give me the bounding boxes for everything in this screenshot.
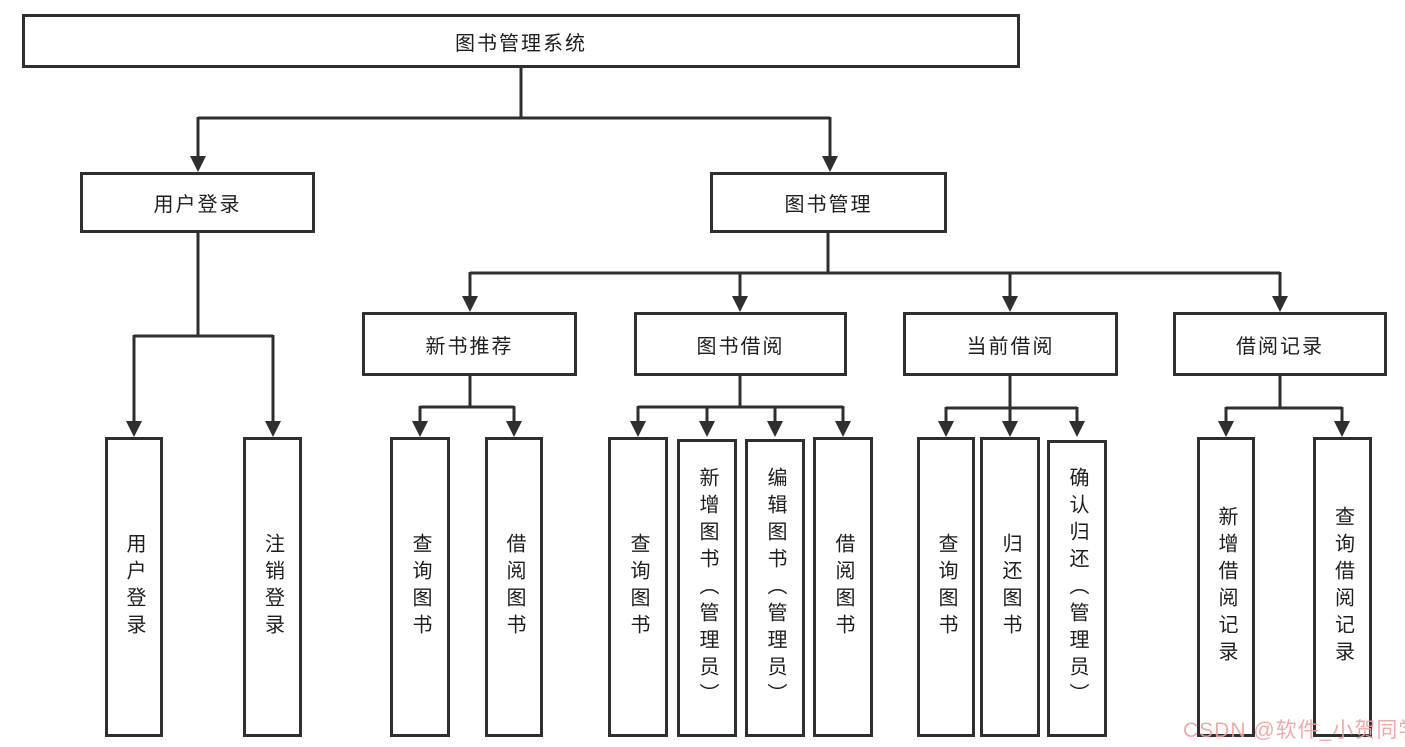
node-book-borrow-label: 图书借阅: [696, 335, 785, 358]
node-user-login-label: 用户登录: [153, 194, 242, 216]
node-user-login: 用户登录: [80, 172, 315, 233]
leaf-logout-label: 注销登录: [261, 533, 284, 641]
node-current-borrow: 当前借阅: [903, 312, 1118, 376]
node-current-borrow-label: 当前借阅: [966, 335, 1055, 358]
node-borrow-record-label: 借阅记录: [1236, 335, 1324, 358]
leaf-borrowing-borrow-books-label: 借阅图书: [832, 533, 854, 641]
node-book-mgmt: 图书管理: [710, 172, 947, 233]
leaf-record-add: 新增借阅记录: [1197, 437, 1255, 737]
leaf-current-query-books: 查询图书: [917, 437, 975, 737]
csdn-watermark: CSDN @软件_小贺同学: [1183, 719, 1405, 742]
leaf-current-return-books: 归还图书: [980, 437, 1040, 737]
node-new-book-rec: 新书推荐: [362, 312, 577, 376]
leaf-current-confirm-return-admin-label: 确认归还（管理员）: [1066, 467, 1088, 710]
node-root-label: 图书管理系统: [455, 32, 587, 55]
leaf-newbook-query-books-label: 查询图书: [409, 533, 431, 641]
connector-root-to-level1: [190, 68, 838, 172]
leaf-user-login: 用户登录: [105, 437, 163, 737]
leaf-borrowing-add-books-admin-label: 新增图书（管理员）: [696, 466, 718, 710]
node-root: 图书管理系统: [22, 14, 1020, 68]
leaf-current-query-books-label: 查询图书: [935, 533, 957, 641]
node-book-borrow: 图书借阅: [634, 312, 847, 376]
leaf-current-confirm-return-admin: 确认归还（管理员）: [1047, 440, 1107, 737]
leaf-newbook-query-books: 查询图书: [390, 437, 450, 737]
connector-current-borrow-children: [938, 376, 1085, 437]
leaf-record-query-label: 查询借阅记录: [1331, 506, 1354, 668]
connector-user-login-children: [126, 233, 281, 437]
leaf-borrowing-query-books-label: 查询图书: [627, 533, 649, 641]
leaf-logout: 注销登录: [243, 437, 302, 737]
node-borrow-record: 借阅记录: [1173, 312, 1387, 376]
node-new-book-rec-label: 新书推荐: [425, 335, 514, 358]
leaf-borrowing-edit-books-admin: 编辑图书（管理员）: [745, 439, 805, 737]
leaf-borrowing-borrow-books: 借阅图书: [813, 437, 873, 737]
connector-book-borrow-children: [630, 376, 851, 437]
leaf-newbook-borrow-books-label: 借阅图书: [503, 533, 525, 641]
leaf-borrowing-edit-books-admin-label: 编辑图书（管理员）: [764, 466, 786, 710]
leaf-record-query: 查询借阅记录: [1313, 437, 1372, 737]
connector-book-mgmt-children: [462, 233, 1288, 312]
node-book-mgmt-label: 图书管理: [784, 194, 873, 216]
leaf-current-return-books-label: 归还图书: [999, 533, 1021, 641]
leaf-user-login-label: 用户登录: [123, 533, 145, 641]
connector-borrow-record-children: [1218, 376, 1350, 437]
connector-new-book-rec-children: [412, 376, 522, 437]
leaf-borrowing-add-books-admin: 新增图书（管理员）: [677, 439, 737, 737]
leaf-newbook-borrow-books: 借阅图书: [485, 437, 543, 737]
leaf-record-add-label: 新增借阅记录: [1215, 506, 1237, 668]
leaf-borrowing-query-books: 查询图书: [608, 437, 668, 737]
